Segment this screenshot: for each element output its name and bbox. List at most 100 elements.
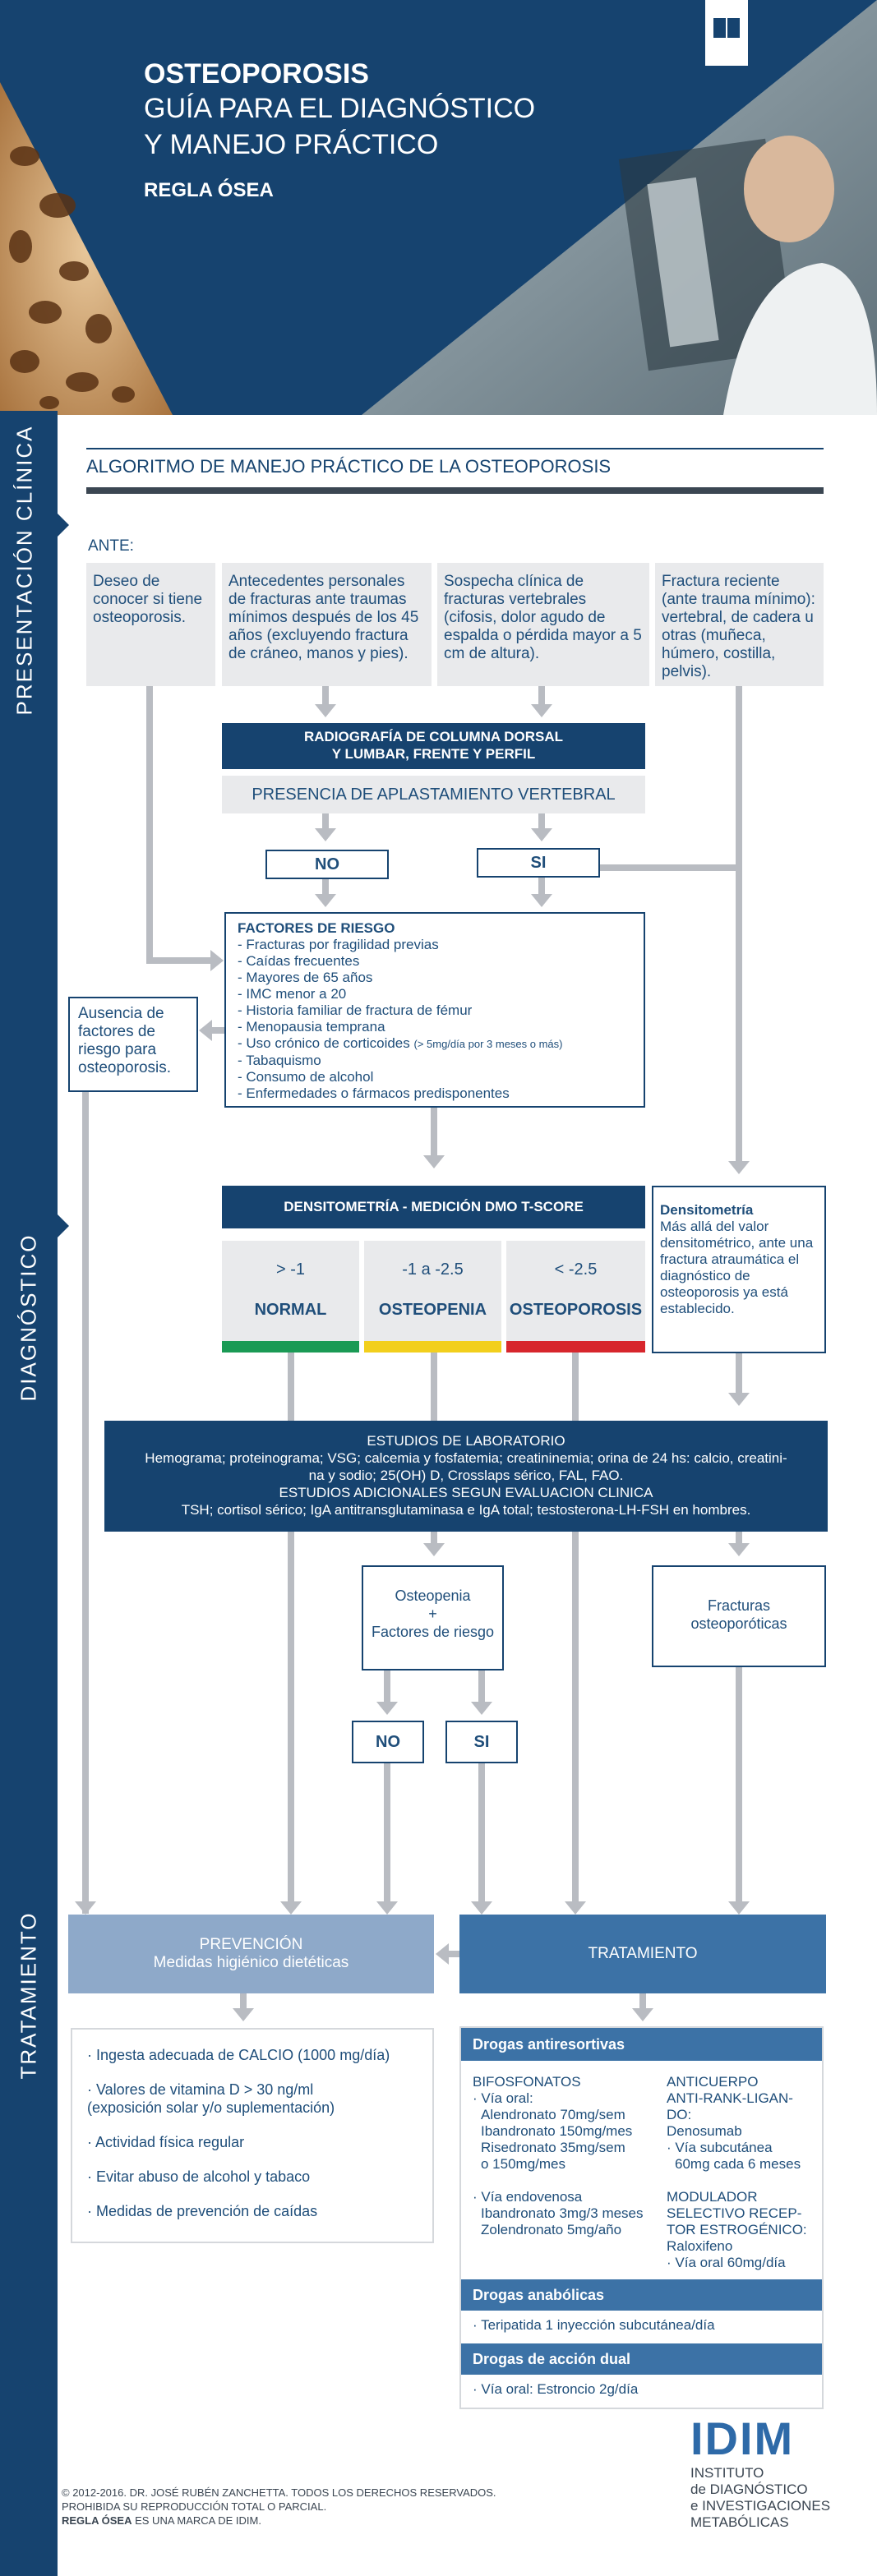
modulador-line: Raloxifeno [667,2238,733,2254]
presentation-box-4: Fractura reciente (ante trauma mínimo): … [655,563,824,686]
idim-line1: INSTITUTO [690,2465,764,2481]
corticoides-note: (> 5mg/día por 3 meses o más) [413,1038,563,1050]
footer-line3: REGLA ÓSEA ES UNA MARCA DE IDIM. [62,2514,555,2528]
fracturas-line2: osteoporóticas [690,1615,787,1632]
arrow [146,686,153,964]
prevencion-line1: PREVENCIÓN [199,1936,303,1953]
list-item: - Caídas frecuentes [238,953,360,969]
section-sidebar [0,411,58,2576]
anticuerpo-line: ANTICUERPO [667,2074,759,2090]
tratamiento-box: TRATAMIENTO [459,1915,826,1993]
arrowhead [75,1901,96,1915]
arrow [736,1667,742,1901]
title-line2: GUÍA PARA EL DIAGNÓSTICO [144,93,536,124]
title-line3: Y MANEJO PRÁCTICO [144,129,439,160]
arrowhead [531,894,552,907]
osteopenia-line1: Osteopenia [395,1588,471,1604]
arrowhead [233,2008,254,2021]
laboratorio-line4: ESTUDIOS ADICIONALES SEGUN EVALUACION CL… [279,1485,653,1500]
arrow [212,1027,224,1034]
arrow [431,1532,437,1545]
title-line1: OSTEOPOROSIS [144,58,369,90]
range-normal: > -1 [275,1260,306,1279]
side-label-presentacion: PRESENTACIÓN CLÍNICA [12,425,37,716]
arrow [322,686,329,704]
presentation-box-1: Deseo de conocer si tiene osteoporosis. [86,563,215,686]
arrow [736,1532,742,1545]
laboratorio-box: ESTUDIOS DE LABORATORIO Hemograma; prote… [104,1421,828,1532]
arrowhead [471,1702,492,1715]
arrow [478,1670,485,1703]
modulador-line: · Vía oral 60mg/día [667,2255,786,2270]
label-osteopenia: OSTEOPENIA [378,1301,487,1319]
bifos-line: Zolendronato 5mg/año [481,2222,622,2237]
densitometria-note-title: Densitometría [660,1202,754,1218]
section-title-rule-top [86,448,824,449]
book-icon-badge [705,0,748,66]
arrow [639,1993,646,2010]
pointer-presentacion [58,514,69,537]
laboratorio-line2: Hemograma; proteinograma; VSG; calcemia … [145,1450,787,1466]
presentation-box-2: Antecedentes personales de fracturas ant… [222,563,432,686]
anticuerpo-line: Denosumab [667,2123,742,2139]
drogas-box: Drogas antiresortivas BIFOSFONATOS · Vía… [459,2026,824,2409]
anticuerpo-line: · Vía subcutánea [667,2140,773,2155]
header-banner: OSTEOPOROSIS GUÍA PARA EL DIAGNÓSTICO Y … [0,0,877,415]
footer-line2: PROHIBIDA SU REPRODUCCIÓN TOTAL O PARCIA… [62,2500,327,2513]
arrowhead [315,704,336,717]
list-item: - Tabaquismo [238,1053,321,1068]
footer-brand: REGLA ÓSEA [62,2514,132,2527]
bifos-line: · Vía endovenosa [473,2189,583,2205]
laboratorio-line5: TSH; cortisol sérico; IgA antitransgluta… [181,1502,751,1518]
list-item: - Menopausia temprana [238,1019,385,1035]
laboratorio-line3: na y sodio; 25(OH) D, Crosslaps sérico, … [308,1468,624,1483]
no-box-top: NO [265,850,389,879]
doctor-xray-image [362,0,877,415]
ausencia-box: Ausencia de factores de riesgo para oste… [68,997,198,1092]
osteopenia-factores-box: Osteopenia + Factores de riesgo [362,1565,504,1670]
label-osteoporosis: OSTEOPOROSIS [509,1301,643,1319]
arrowhead [565,1901,586,1915]
osteopenia-line2: + [428,1606,437,1622]
arrow [288,1532,294,1901]
presentation-box-3: Sospecha clínica de fracturas vertebrale… [437,563,649,686]
aplastamiento-box: PRESENCIA DE APLASTAMIENTO VERTEBRAL [222,776,645,813]
list-item: · Actividad física regular [87,2134,245,2150]
arrow [431,1108,437,1157]
arrowhead [280,1901,302,1915]
corticoides-text: - Uso crónico de corticoides [238,1035,410,1051]
fracturas-line1: Fracturas [707,1597,771,1614]
footer-line3-rest: ES UNA MARCA DE IDIM. [132,2514,261,2527]
bifos-line: o 150mg/mes [481,2156,565,2172]
modulador-line: TOR ESTROGÉNICO: [667,2222,807,2237]
range-osteopenia: -1 a -2.5 [402,1260,464,1279]
arrowhead [531,704,552,717]
modulador-line: SELECTIVO RECEP- [667,2205,802,2221]
densitometria-note-text: Más allá del valor densitométrico, ante … [660,1219,814,1316]
arrowhead [423,1155,445,1168]
section-title: ALGORITMO DE MANEJO PRÁCTICO DE LA OSTEO… [86,456,612,477]
arrowhead [210,950,224,971]
bifos-line: Ibandronato 150mg/mes [481,2123,633,2139]
side-label-tratamiento: TRATAMIENTO [16,1911,41,2080]
idim-logo-text: IDIM [690,2412,795,2464]
arrow [538,686,545,704]
book-icon [705,18,748,66]
fracturas-box: Fracturas osteoporóticas [652,1565,826,1667]
densitometria-col-normal: > -1 NORMAL [222,1241,359,1353]
list-item: - Enfermedades o fármacos predisponentes [238,1085,510,1101]
dual-title: Drogas de acción dual [461,2343,822,2375]
anticuerpo-line: 60mg cada 6 meses [675,2156,801,2172]
si-box-top: SI [477,848,600,878]
factores-title: FACTORES DE RIESGO [238,920,395,936]
arrowhead [315,894,336,907]
bifos-title: BIFOSFONATOS [473,2074,581,2090]
arrowhead [728,1393,750,1406]
arrowhead [423,1543,445,1556]
color-bar-normal [222,1341,359,1353]
arrow [288,1353,294,1421]
factores-box: FACTORES DE RIESGO - Fracturas por fragi… [224,912,645,1108]
footer-copyright: © 2012-2016. DR. JOSÉ RUBÉN ZANCHETTA. T… [62,2486,555,2528]
arrow [736,1353,742,1394]
densitometria-col-osteoporosis: < -2.5 OSTEOPOROSIS [506,1241,645,1353]
